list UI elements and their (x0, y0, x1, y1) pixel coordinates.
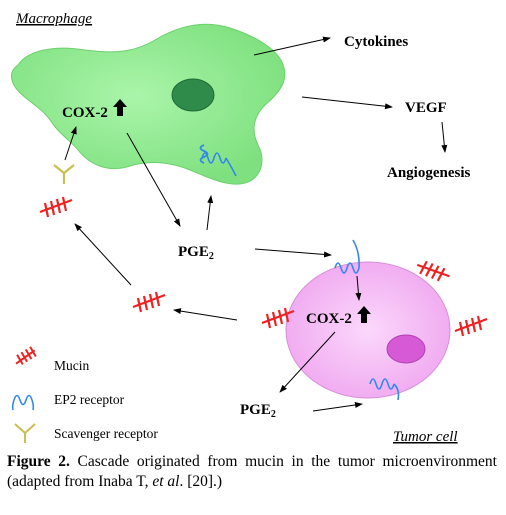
cox2-tumor-label: COX-2 (306, 311, 352, 327)
caption-italic: et al (152, 473, 180, 490)
arrow-pge2-to-tumor (254, 248, 332, 258)
ep2-receptor-icon (199, 144, 209, 164)
up-arrow-icon (113, 99, 127, 116)
cytokines-label: Cytokines (344, 34, 408, 50)
arrow-mucin-to-mucin (74, 223, 132, 286)
legend-scavenger-receptor-icon (14, 423, 36, 443)
tumor-nucleus (386, 334, 426, 364)
ep2-receptor-icon (201, 152, 227, 164)
pge2-center-label: PGE2 (178, 244, 214, 262)
scavenger-receptor-icon (53, 164, 75, 184)
arrow-macrophage-to-pge2 (126, 132, 181, 227)
arrow-tumor-to-mucin (173, 308, 238, 321)
macrophage-nucleus (171, 78, 215, 112)
tumor-cell-label: Tumor cell (393, 429, 458, 445)
figure-label: Figure 2. (7, 453, 70, 470)
ep2-receptor-tail (393, 383, 400, 401)
ep2-receptor-tail (352, 239, 360, 269)
arrow-to-cytokines (253, 36, 331, 56)
pge2-bottom-label: PGE2 (240, 402, 276, 420)
up-arrow-icon (357, 306, 371, 323)
mucin-icon (131, 290, 167, 314)
tumor-cell (285, 261, 451, 399)
macrophage-label: Macrophage (15, 11, 92, 27)
arrow-pge2-to-ep2-macrophage (206, 195, 214, 231)
legend-scavenger-label: Scavenger receptor (54, 426, 158, 441)
ep2-receptor-icon (334, 262, 360, 274)
figure-caption: Figure 2. Cascade originated from mucin … (7, 452, 497, 492)
legend-mucin-label: Mucin (54, 358, 89, 373)
cox2-macrophage-label: COX-2 (62, 105, 108, 121)
ep2-receptor-icon (369, 378, 395, 390)
arrow-pge2-to-ep2-tumor (312, 402, 363, 412)
vegf-label: VEGF (405, 100, 447, 116)
arrow-ep2-to-cox2 (355, 275, 362, 301)
legend-ep2-label: EP2 receptor (54, 392, 125, 407)
mucin-icon (453, 314, 489, 338)
legend-mucin-icon (15, 346, 37, 365)
legend-ep2-receptor-icon (11, 394, 35, 411)
mucin-icon (38, 195, 74, 219)
macrophage-cell (11, 23, 286, 185)
legend: Mucin EP2 receptor Scavenger receptor (11, 346, 158, 443)
caption-text-end: . [20].) (179, 473, 223, 490)
caption-text: Cascade originated from mucin in the tum… (7, 453, 497, 490)
arrow-scavenger-to-cox2 (64, 126, 77, 161)
arrow-to-vegf (301, 96, 393, 110)
arrow-cox2-to-pge2 (279, 331, 336, 393)
arrow-vegf-to-angiogenesis (441, 121, 448, 153)
angiogenesis-label: Angiogenesis (387, 165, 471, 181)
ep2-receptor-tail (225, 157, 237, 177)
